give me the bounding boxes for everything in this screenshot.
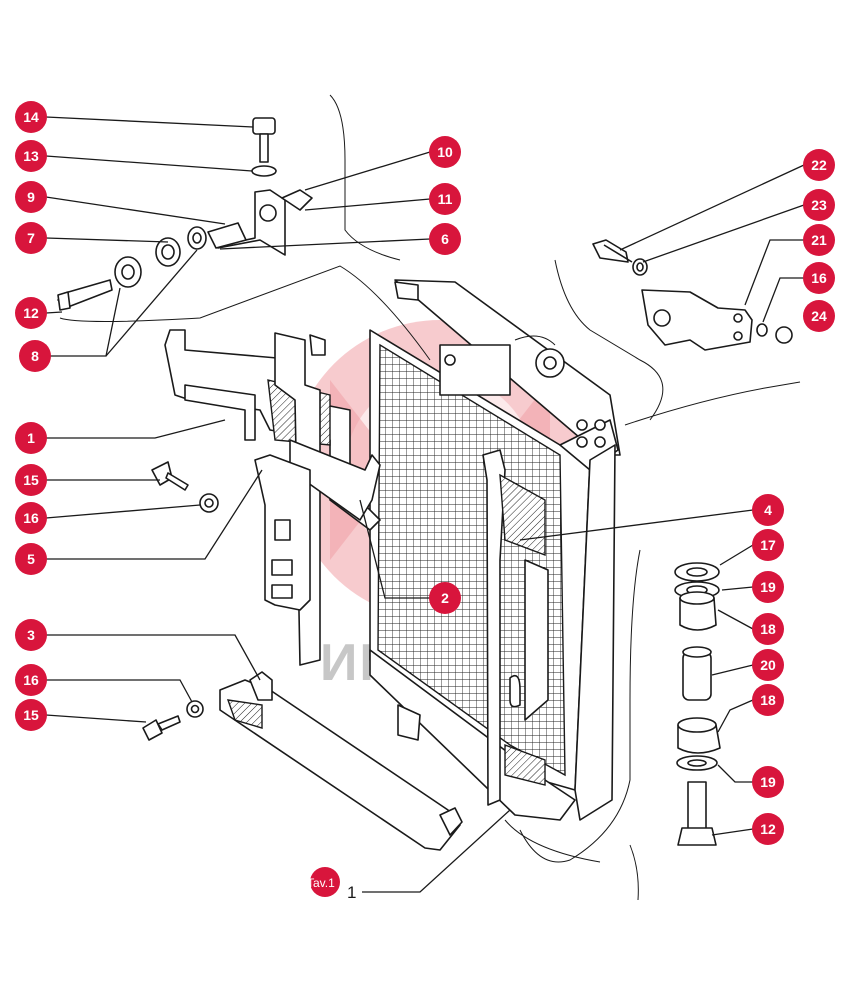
callout-9[interactable]: 9 xyxy=(15,181,47,213)
svg-text:12: 12 xyxy=(23,305,39,321)
callout-11[interactable]: 11 xyxy=(429,183,461,215)
callout-20[interactable]: 20 xyxy=(752,649,784,681)
callout-3[interactable]: 3 xyxy=(15,619,47,651)
svg-text:22: 22 xyxy=(811,157,827,173)
callout-19-upper[interactable]: 19 xyxy=(752,571,784,603)
svg-text:23: 23 xyxy=(811,197,827,213)
callout-16-right[interactable]: 16 xyxy=(803,262,835,294)
callout-21[interactable]: 21 xyxy=(803,224,835,256)
svg-text:5: 5 xyxy=(27,551,35,567)
callout-1[interactable]: 1 xyxy=(15,422,47,454)
callout-8[interactable]: 8 xyxy=(19,340,51,372)
callout-13[interactable]: 13 xyxy=(15,140,47,172)
svg-text:19: 19 xyxy=(760,579,776,595)
callout-18-upper[interactable]: 18 xyxy=(752,613,784,645)
top-hardware xyxy=(57,117,313,311)
callout-19-lower[interactable]: 19 xyxy=(752,766,784,798)
callout-14[interactable]: 14 xyxy=(15,101,47,133)
svg-text:16: 16 xyxy=(23,672,39,688)
part-5-slotted-plate xyxy=(254,454,311,611)
svg-text:16: 16 xyxy=(811,270,827,286)
leader-lines xyxy=(45,116,805,893)
callout-15-lower[interactable]: 15 xyxy=(15,699,47,731)
callout-12-top[interactable]: 12 xyxy=(15,297,47,329)
callout-23[interactable]: 23 xyxy=(803,189,835,221)
callout-16-left-upper[interactable]: 16 xyxy=(15,502,47,534)
svg-text:24: 24 xyxy=(811,308,827,324)
callout-4[interactable]: 4 xyxy=(752,494,784,526)
svg-text:4: 4 xyxy=(764,502,772,518)
svg-text:2: 2 xyxy=(441,590,449,606)
callout-10[interactable]: 10 xyxy=(429,136,461,168)
svg-text:17: 17 xyxy=(760,537,776,553)
svg-text:15: 15 xyxy=(23,472,39,488)
tav-badge: Tav.1 xyxy=(307,876,335,890)
callout-24[interactable]: 24 xyxy=(803,300,835,332)
svg-text:10: 10 xyxy=(437,144,453,160)
svg-text:13: 13 xyxy=(23,148,39,164)
callout-2[interactable]: 2 xyxy=(429,582,461,614)
callout-22[interactable]: 22 xyxy=(803,149,835,181)
callout-16-left-lower[interactable]: 16 xyxy=(15,664,47,696)
callout-6[interactable]: 6 xyxy=(429,223,461,255)
tractor-outline xyxy=(59,94,801,901)
right-upper-hardware xyxy=(592,239,793,351)
svg-text:11: 11 xyxy=(438,191,453,207)
part-3-bottom-bracket xyxy=(219,671,463,851)
svg-text:6: 6 xyxy=(441,231,449,247)
tav-suffix: 1 xyxy=(347,883,356,902)
svg-text:1: 1 xyxy=(27,430,35,446)
svg-text:21: 21 xyxy=(811,232,827,248)
tav-label[interactable]: Tav.1 1 xyxy=(307,867,356,902)
right-mount-stack xyxy=(674,562,721,846)
svg-text:8: 8 xyxy=(31,348,39,364)
svg-text:14: 14 xyxy=(23,109,39,125)
callout-7[interactable]: 7 xyxy=(15,222,47,254)
left-fasteners xyxy=(142,461,219,741)
svg-text:15: 15 xyxy=(23,707,39,723)
svg-text:3: 3 xyxy=(27,627,35,643)
svg-text:19: 19 xyxy=(760,774,776,790)
svg-text:20: 20 xyxy=(760,657,776,673)
svg-text:12: 12 xyxy=(760,821,776,837)
callout-17[interactable]: 17 xyxy=(752,529,784,561)
svg-text:9: 9 xyxy=(27,189,35,205)
part-4-side-bracket xyxy=(482,449,549,806)
callout-12-bottom[interactable]: 12 xyxy=(752,813,784,845)
callout-15-upper[interactable]: 15 xyxy=(15,464,47,496)
callout-5[interactable]: 5 xyxy=(15,543,47,575)
svg-text:16: 16 xyxy=(23,510,39,526)
svg-text:18: 18 xyxy=(760,621,776,637)
callout-18-lower[interactable]: 18 xyxy=(752,684,784,716)
svg-text:7: 7 xyxy=(27,230,35,246)
svg-text:18: 18 xyxy=(760,692,776,708)
